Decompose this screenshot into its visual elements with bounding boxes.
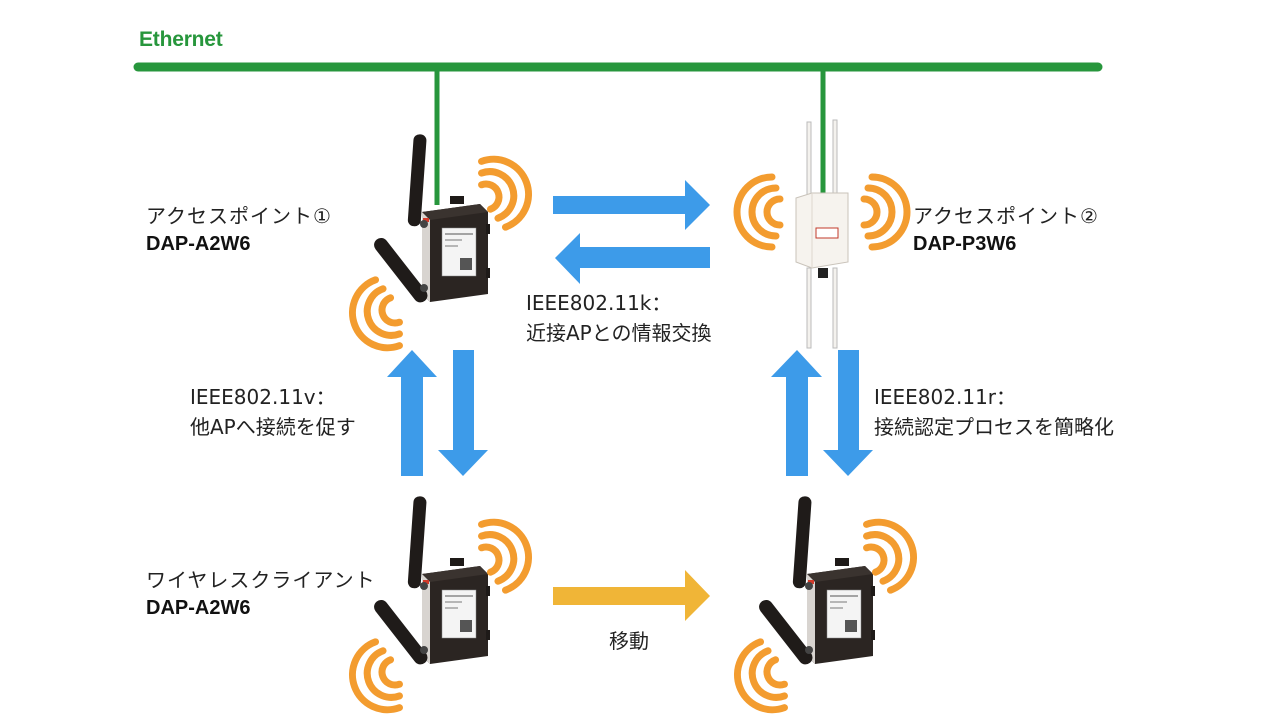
outdoor-ap-icon: [795, 119, 849, 349]
industrial-ap-icon: [370, 133, 491, 306]
protocol-r-description: 接続認定プロセスを簡略化: [874, 415, 1114, 439]
wifi-wave-icon: [343, 639, 407, 719]
protocol-v-description: 他APへ接続を促す: [190, 415, 356, 439]
protocol-v-standard: IEEE802.11v：: [190, 385, 336, 409]
protocol-r-note: IEEE802.11r： 接続認定プロセスを簡略化: [874, 382, 1114, 442]
ap1-label: アクセスポイント① DAP-A2W6: [146, 202, 332, 258]
movement-label: 移動: [609, 629, 649, 653]
wifi-wave-icon: [728, 639, 792, 719]
ap1-title: アクセスポイント①: [146, 204, 332, 228]
protocol-k-note: IEEE802.11k： 近接APとの情報交換: [526, 288, 712, 348]
client-model: DAP-A2W6: [146, 597, 251, 619]
ap2-label: アクセスポイント② DAP-P3W6: [913, 202, 1099, 258]
ap2-model: DAP-P3W6: [913, 233, 1017, 255]
industrial-ap-icon: [370, 495, 491, 668]
protocol-r-standard: IEEE802.11r：: [874, 385, 1017, 409]
wifi-wave-icon: [343, 277, 407, 357]
arrow-down-icon: [438, 350, 488, 476]
protocol-v-note: IEEE802.11v： 他APへ接続を促す: [190, 382, 356, 442]
arrow-up-icon: [771, 350, 822, 476]
arrow-down-icon: [823, 350, 873, 476]
ap2-title: アクセスポイント②: [913, 204, 1099, 228]
wifi-wave-icon: [737, 177, 780, 247]
arrow-left-icon: [555, 233, 710, 284]
move-arrow-icon: [553, 570, 710, 621]
client-title: ワイヤレスクライアント: [146, 568, 376, 592]
ap1-model: DAP-A2W6: [146, 233, 251, 255]
ethernet-label: Ethernet: [139, 28, 223, 51]
arrow-right-icon: [553, 180, 710, 230]
protocol-k-description: 近接APとの情報交換: [526, 321, 712, 345]
industrial-ap-icon: [755, 495, 876, 668]
client-label: ワイヤレスクライアント DAP-A2W6: [146, 566, 376, 622]
protocol-k-standard: IEEE802.11k：: [526, 291, 672, 315]
wifi-wave-icon: [864, 177, 907, 247]
arrow-up-icon: [387, 350, 437, 476]
